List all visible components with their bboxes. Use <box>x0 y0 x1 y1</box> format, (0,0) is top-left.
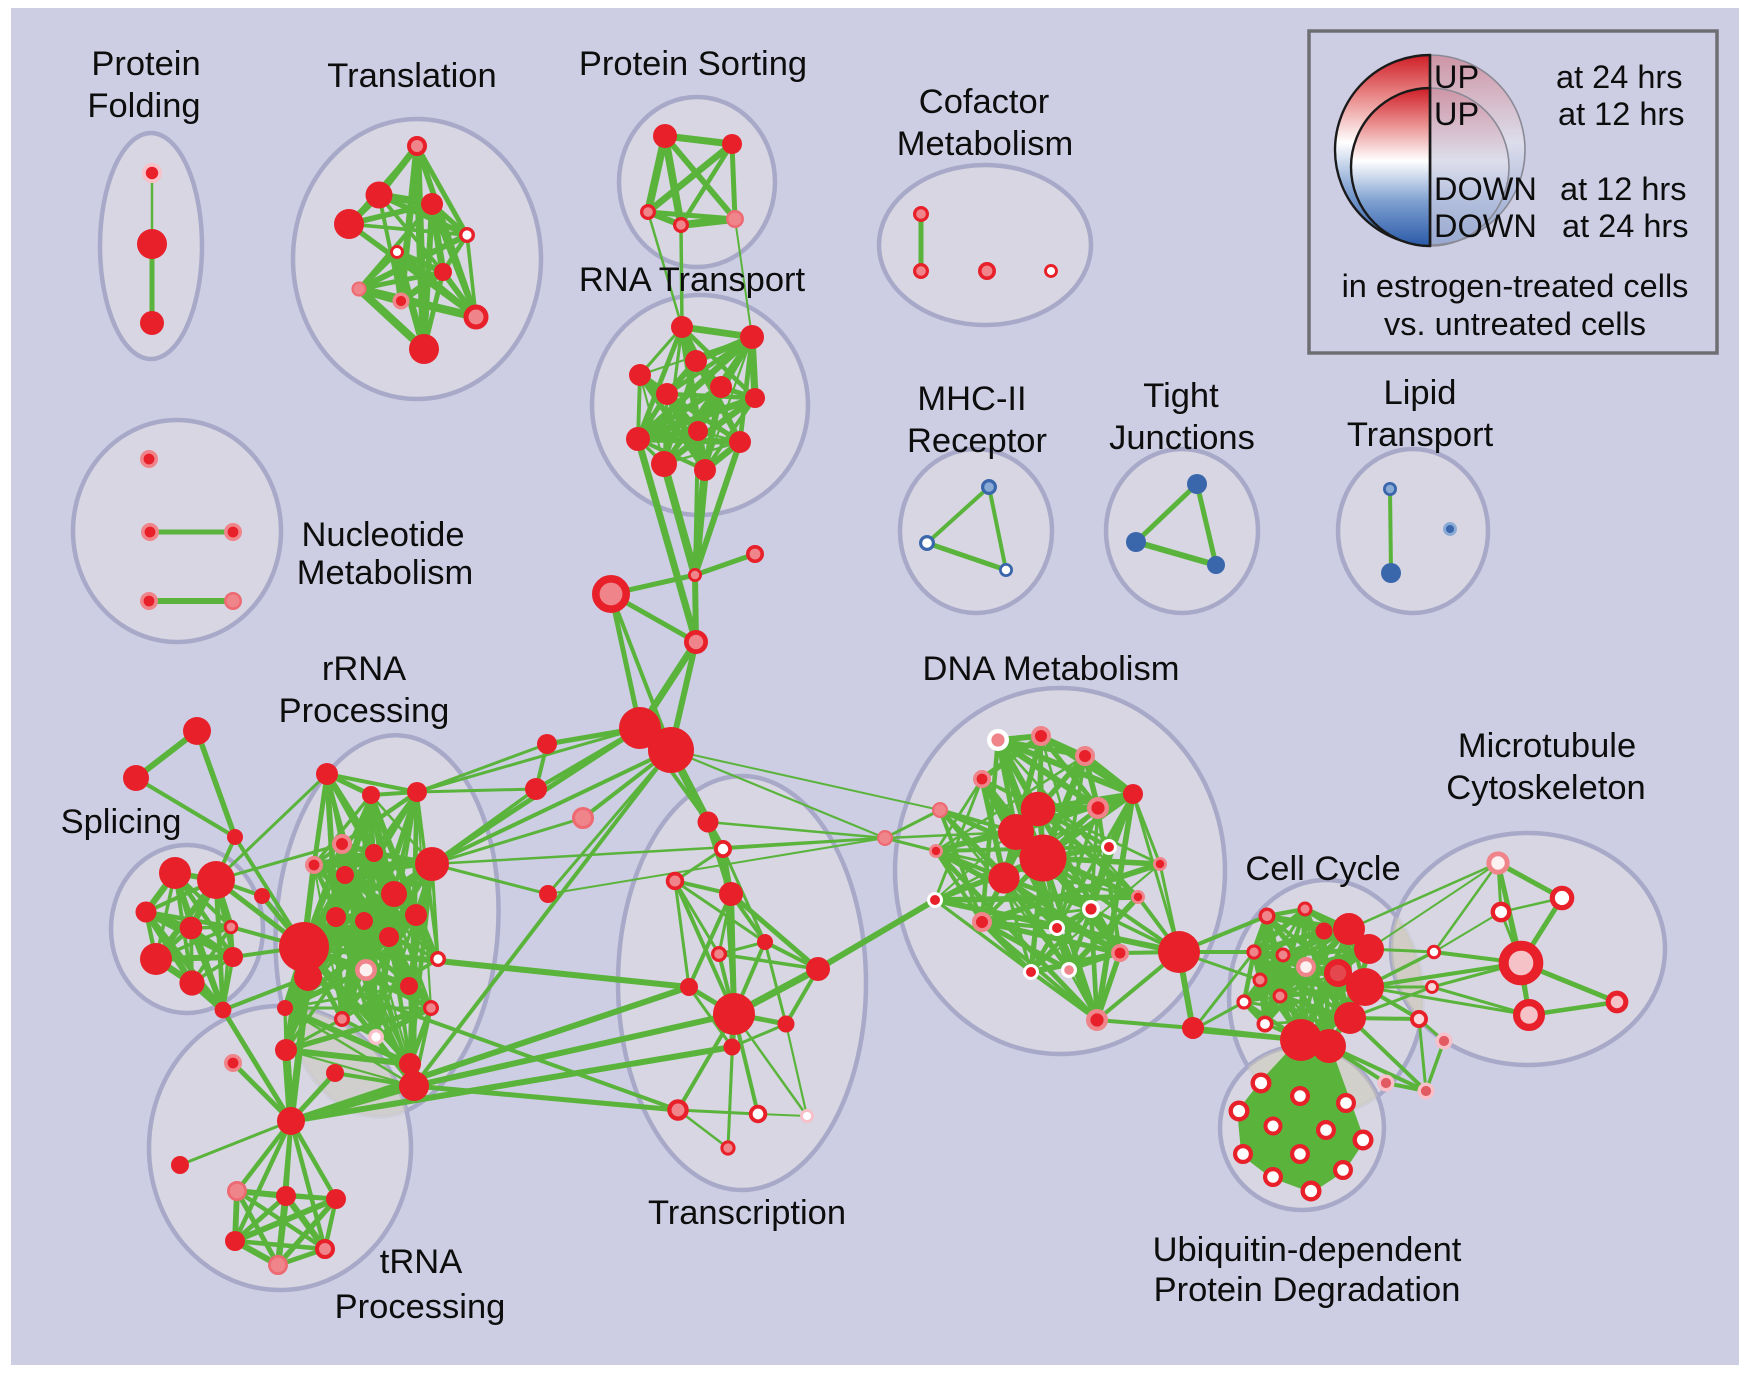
svg-text:UP: UP <box>1434 59 1479 95</box>
svg-text:at 24 hrs: at 24 hrs <box>1562 208 1688 244</box>
svg-text:in estrogen-treated cells: in estrogen-treated cells <box>1342 268 1689 304</box>
svg-text:Lipid: Lipid <box>1384 374 1457 412</box>
svg-text:Tight: Tight <box>1143 377 1219 415</box>
svg-text:tRNA: tRNA <box>380 1243 462 1281</box>
svg-text:Cytoskeleton: Cytoskeleton <box>1446 769 1645 807</box>
svg-text:Processing: Processing <box>335 1288 506 1326</box>
svg-text:Receptor: Receptor <box>907 422 1047 460</box>
svg-text:Metabolism: Metabolism <box>897 125 1073 163</box>
svg-text:at 12 hrs: at 12 hrs <box>1560 171 1686 207</box>
svg-text:Processing: Processing <box>279 692 450 730</box>
svg-text:UP: UP <box>1434 96 1479 132</box>
svg-text:Metabolism: Metabolism <box>297 554 473 592</box>
svg-text:rRNA: rRNA <box>322 650 406 688</box>
svg-text:Cofactor: Cofactor <box>919 83 1049 121</box>
svg-text:Cell Cycle: Cell Cycle <box>1245 850 1400 888</box>
svg-text:Junctions: Junctions <box>1109 419 1255 457</box>
svg-text:Transcription: Transcription <box>648 1194 846 1232</box>
svg-text:Microtubule: Microtubule <box>1458 727 1636 765</box>
svg-text:Splicing: Splicing <box>61 803 182 841</box>
svg-text:DNA Metabolism: DNA Metabolism <box>923 650 1180 688</box>
svg-text:vs. untreated cells: vs. untreated cells <box>1384 306 1646 342</box>
svg-text:Ubiquitin-dependent: Ubiquitin-dependent <box>1153 1231 1462 1269</box>
svg-text:Protein: Protein <box>91 45 200 83</box>
svg-text:RNA Transport: RNA Transport <box>579 261 806 299</box>
svg-text:Transport: Transport <box>1347 416 1494 454</box>
svg-text:Nucleotide: Nucleotide <box>301 516 464 554</box>
svg-text:Translation: Translation <box>327 57 496 95</box>
svg-text:MHC-II: MHC-II <box>917 380 1026 418</box>
svg-text:Protein Sorting: Protein Sorting <box>579 45 807 83</box>
svg-text:Folding: Folding <box>87 87 200 125</box>
svg-text:DOWN: DOWN <box>1434 171 1537 207</box>
svg-text:Protein Degradation: Protein Degradation <box>1154 1271 1461 1309</box>
svg-text:DOWN: DOWN <box>1434 208 1537 244</box>
svg-text:at 12 hrs: at 12 hrs <box>1558 96 1684 132</box>
svg-text:at 24 hrs: at 24 hrs <box>1556 59 1682 95</box>
